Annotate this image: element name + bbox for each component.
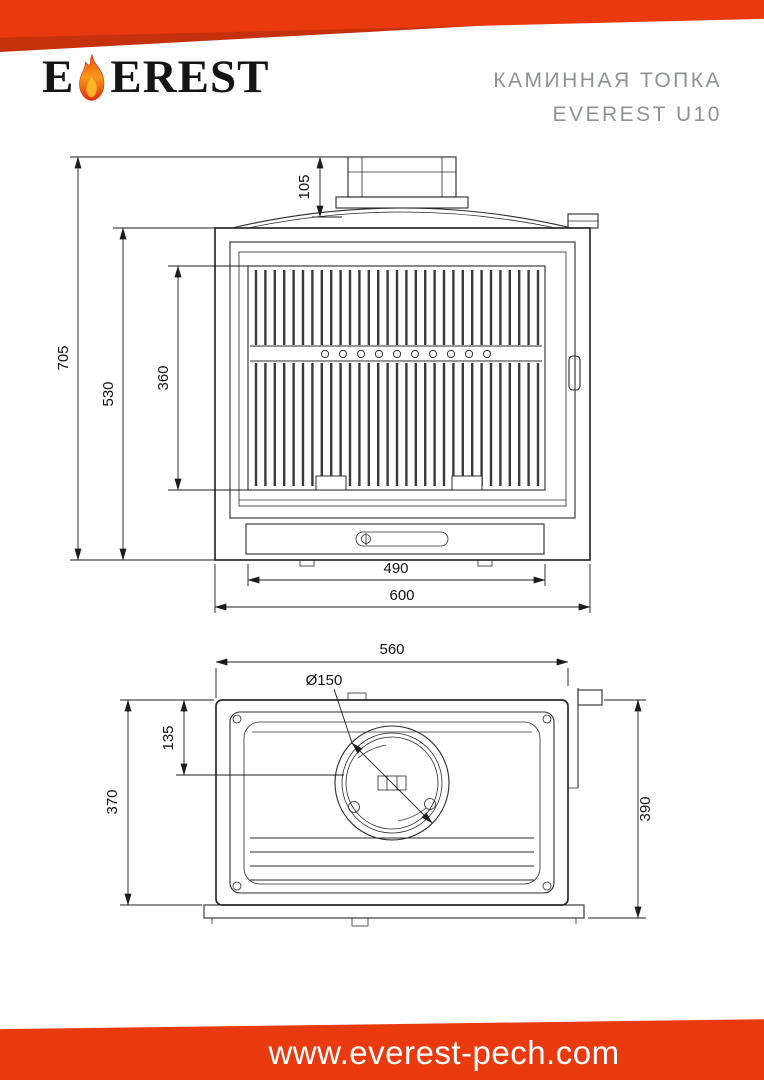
glass-opening xyxy=(247,265,546,491)
technical-drawing: 705 530 360 105 490 xyxy=(55,156,654,927)
screw-top-left xyxy=(232,714,242,724)
dim-label-390: 390 xyxy=(637,796,654,821)
ash-drawer xyxy=(245,523,545,555)
logo-letter-e: E xyxy=(42,51,75,103)
foot-right xyxy=(477,559,493,567)
foot-left xyxy=(299,559,315,567)
screw-bottom-left xyxy=(232,881,242,891)
dim-front-glass-height-360: 360 xyxy=(155,265,248,491)
top-inner-frame xyxy=(229,711,555,894)
dim-label-135: 135 xyxy=(160,725,177,750)
dome-top xyxy=(231,207,573,229)
door-handle xyxy=(568,355,581,391)
everest-logo: E EREST xyxy=(42,54,270,101)
product-title-line2: EVEREST U10 xyxy=(552,102,722,126)
vent-holes xyxy=(320,349,492,359)
dim-front-total-width-600: 600 xyxy=(214,564,591,613)
dim-label-105: 105 xyxy=(296,174,313,199)
header: E EREST КАМИННАЯ ТОПКА EVEREST U10 xyxy=(0,54,764,131)
footer-banner: www.everest-pech.com xyxy=(0,1019,764,1080)
grill-notch-right xyxy=(451,475,483,491)
dim-label-600: 600 xyxy=(389,587,414,604)
firebox-body-top xyxy=(215,699,569,906)
dim-front-chimney-height-105: 105 xyxy=(296,156,342,218)
firebox-body-front xyxy=(214,227,591,561)
damper-tab-front xyxy=(567,213,599,229)
screw-top-right xyxy=(542,714,552,724)
logo-letters-erest: EREST xyxy=(110,51,270,103)
dim-front-body-height-530: 530 xyxy=(100,227,215,561)
top-chamber xyxy=(243,721,541,885)
door-frame-outer xyxy=(229,241,576,519)
dim-label-diameter-150: Ø150 xyxy=(306,672,343,689)
dim-label-560: 560 xyxy=(379,641,404,658)
dim-label-370: 370 xyxy=(104,789,121,814)
dim-label-360: 360 xyxy=(155,365,172,390)
grill-bars xyxy=(254,270,540,486)
door-frame-inner xyxy=(238,251,567,507)
front-view-drawing: 705 530 360 105 490 xyxy=(55,156,599,613)
dim-flue-diameter-150: Ø150 xyxy=(306,672,433,824)
dim-front-inner-width-490: 490 xyxy=(247,560,546,586)
dim-label-490: 490 xyxy=(383,560,408,577)
flame-icon xyxy=(79,54,105,101)
product-title-line1: КАМИННАЯ ТОПКА xyxy=(493,69,722,92)
base-plate xyxy=(203,904,585,927)
dim-top-total-depth-390: 390 xyxy=(588,699,654,919)
product-title: КАМИННАЯ ТОПКА EVEREST U10 xyxy=(493,64,722,131)
grill-notch-left xyxy=(315,475,347,491)
flue-collar-front xyxy=(335,156,469,209)
side-bracket-top xyxy=(568,688,603,789)
front-edge-tab xyxy=(347,692,367,701)
dim-front-total-height-705: 705 xyxy=(55,156,348,561)
dim-top-depth-370: 370 xyxy=(104,699,214,906)
footer-website: www.everest-pech.com xyxy=(268,1034,620,1071)
screw-bottom-right xyxy=(542,881,552,891)
dim-label-705: 705 xyxy=(55,345,72,370)
dim-top-flue-offset-135: 135 xyxy=(160,699,344,776)
dim-label-530: 530 xyxy=(100,381,117,406)
floor-ribs xyxy=(250,837,534,881)
top-view-drawing: 560 Ø150 135 370 390 xyxy=(104,641,654,927)
dim-top-width-560: 560 xyxy=(215,641,569,698)
